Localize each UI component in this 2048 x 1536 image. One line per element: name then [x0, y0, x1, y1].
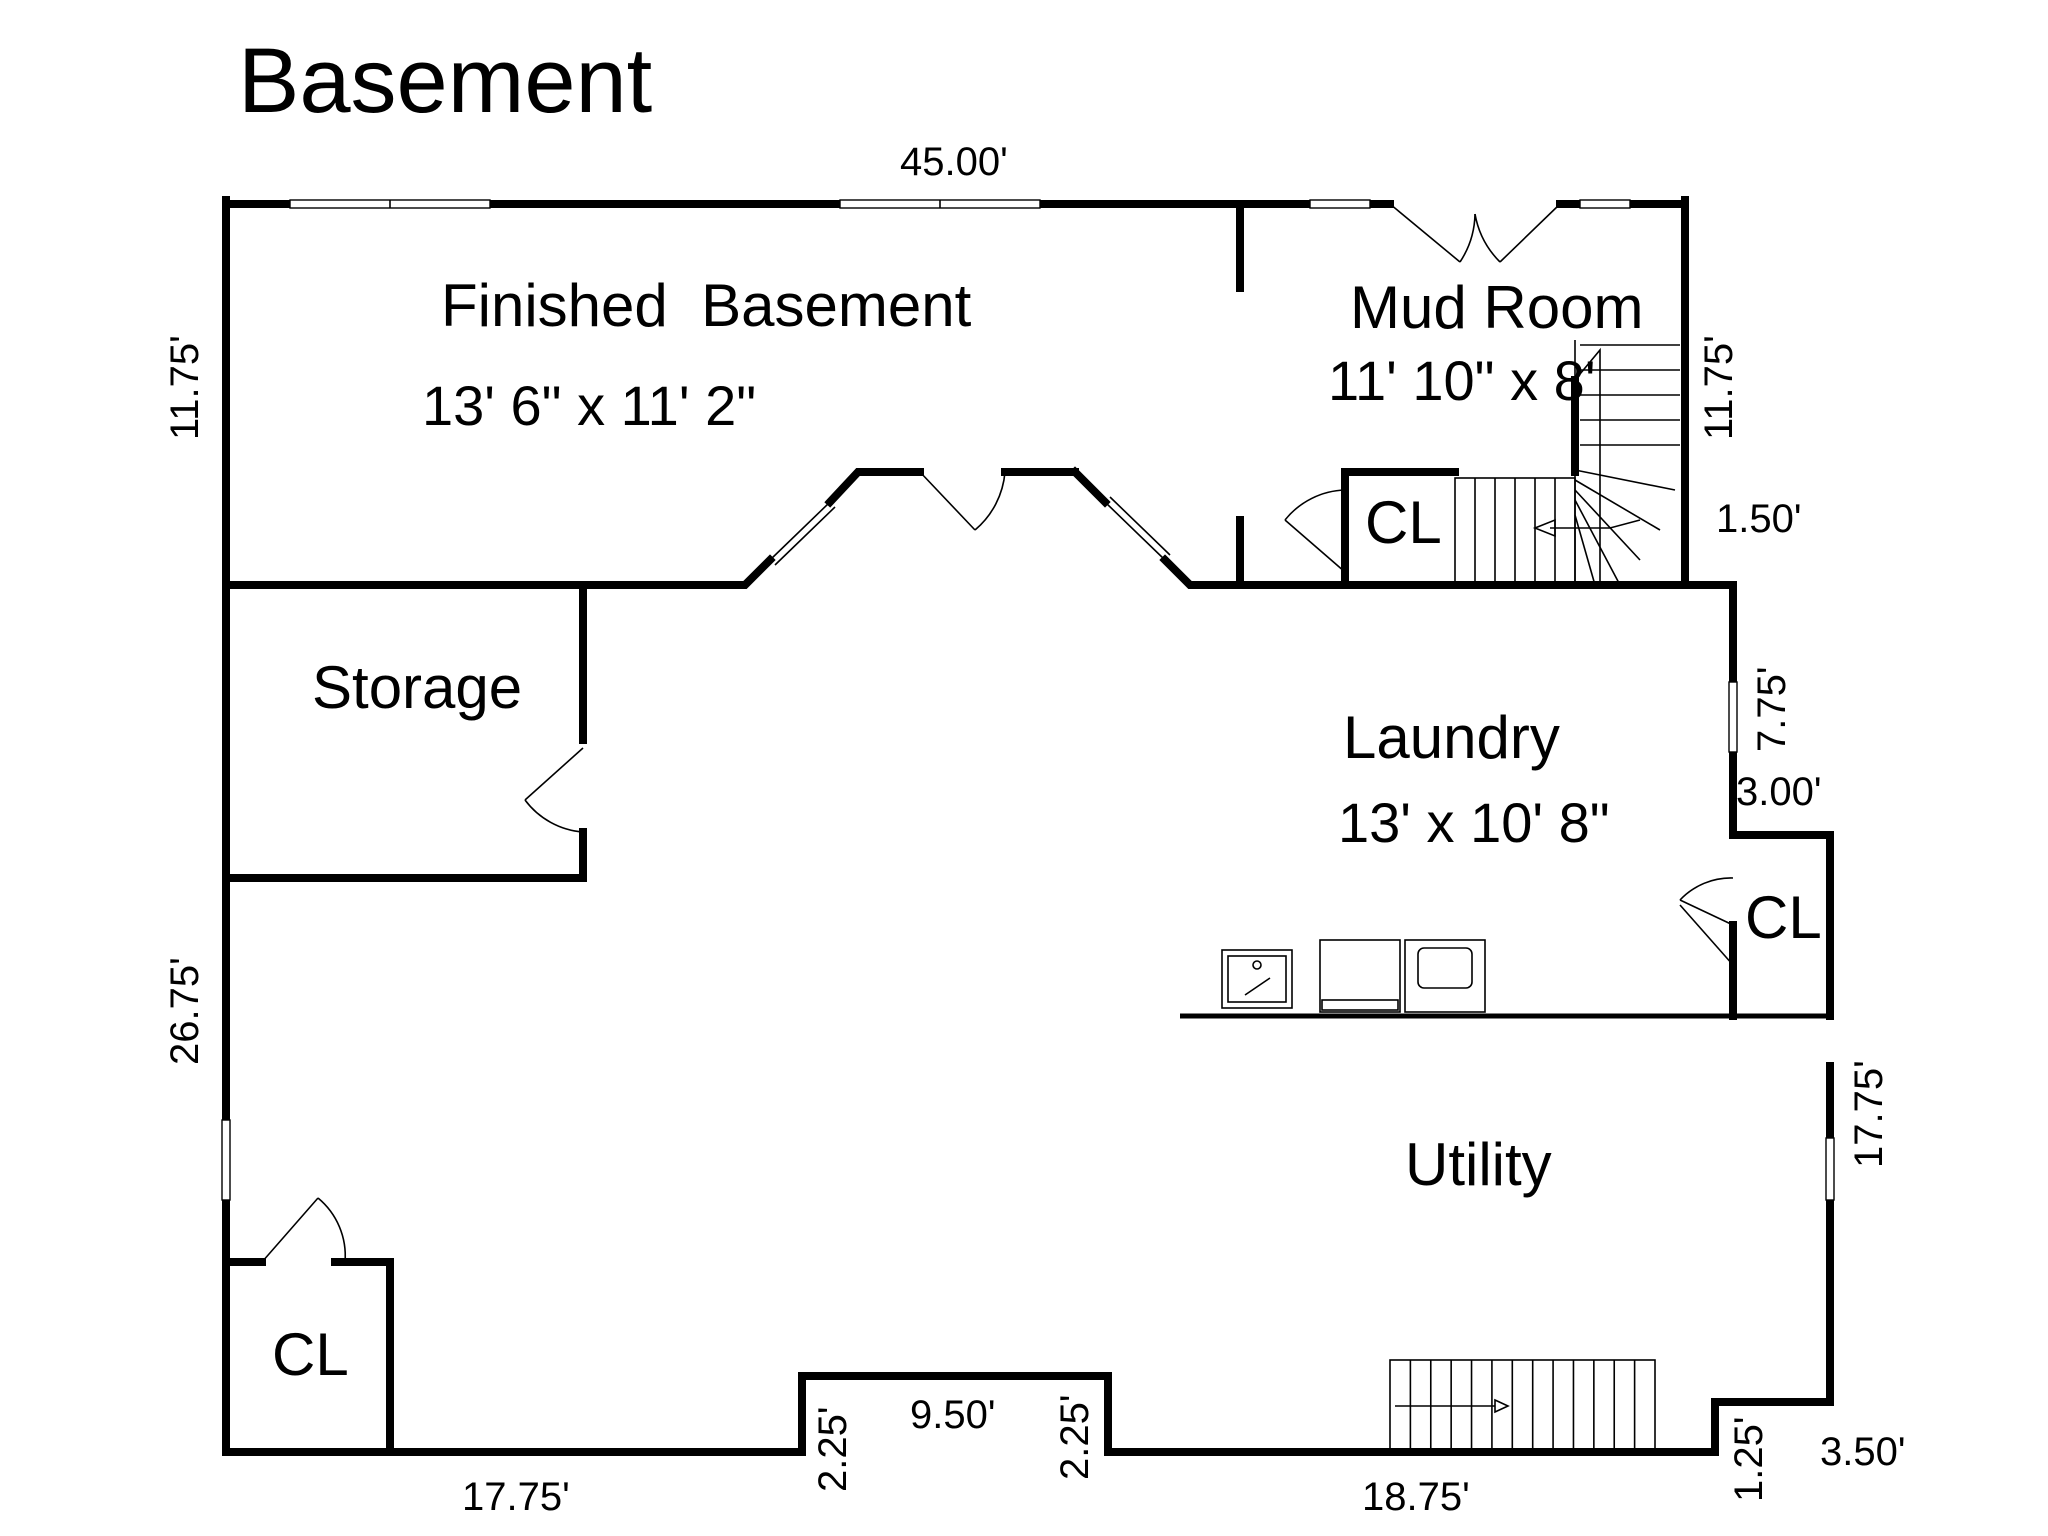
room-name-finished-basement: Finished Basement: [441, 272, 972, 339]
dim-bottom-left: 17.75': [462, 1475, 570, 1519]
dim-right-jog: 3.00': [1736, 770, 1822, 814]
dim-bump-left: 2.25': [811, 1407, 855, 1493]
dim-corner-drop: 1.25': [1727, 1417, 1771, 1503]
dim-bump-width: 9.50': [910, 1393, 996, 1437]
room-dims-laundry: 13' x 10' 8": [1338, 791, 1610, 854]
plan-title: Basement: [238, 30, 652, 132]
dim-left-lower: 26.75': [163, 957, 207, 1065]
dim-right-lower: 17.75': [1847, 1060, 1891, 1168]
room-name-laundry: Laundry: [1343, 704, 1560, 771]
dim-corner-width: 3.50': [1820, 1430, 1906, 1474]
dim-top: 45.00': [900, 140, 1008, 184]
room-name-laundry-closet: CL: [1745, 884, 1822, 951]
room-name-mud-closet: CL: [1365, 489, 1442, 556]
dim-bottom-right: 18.75': [1362, 1475, 1470, 1519]
dim-right-step: 1.50': [1716, 497, 1802, 541]
dim-bump-right: 2.25': [1053, 1395, 1097, 1481]
room-name-storage: Storage: [312, 654, 522, 721]
dim-left-upper: 11.75': [163, 335, 207, 440]
windows: [221, 199, 1835, 1201]
room-dims-finished-basement: 13' 6" x 11' 2": [422, 374, 756, 437]
room-name-mud-room: Mud Room: [1350, 274, 1643, 341]
laundry-fixtures: [1221, 939, 1486, 1013]
room-dims-mud-room: 11' 10" x 8': [1328, 349, 1596, 412]
dim-right-laundry: 7.75': [1750, 667, 1794, 753]
staircases: [1389, 340, 1680, 1453]
dim-right-upper: 11.75': [1697, 335, 1741, 440]
doors: [261, 203, 1734, 1263]
exterior-walls: [222, 196, 1834, 1456]
room-name-bottom-closet: CL: [272, 1321, 349, 1388]
room-name-utility: Utility: [1405, 1131, 1552, 1198]
